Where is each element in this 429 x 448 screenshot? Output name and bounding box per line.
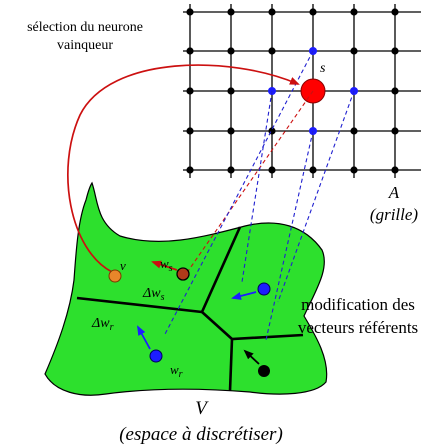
selection-arrow — [67, 64, 300, 273]
space-letter: V — [195, 398, 209, 419]
winner-weight-label: ws — [160, 256, 173, 274]
input-vector-label: v — [120, 258, 126, 273]
modification-label-line2: vecteurs référents — [298, 318, 418, 337]
neighbor-weight-label: wr — [170, 362, 183, 380]
modification-label-line1: modification des — [301, 295, 415, 314]
winner-weight-point — [176, 267, 190, 281]
space-region — [44, 181, 328, 396]
winner-delta-label: Δws — [142, 286, 165, 303]
selection-label-line1: sélection du neurone — [27, 20, 143, 35]
grid-letter: A — [388, 183, 400, 202]
winner-node-label: s — [320, 61, 326, 76]
neighbor-weight-point — [257, 282, 271, 296]
grid-caption: (grille) — [370, 205, 418, 224]
neighbor-weight-point — [149, 349, 163, 363]
other-weight-point — [258, 365, 270, 377]
input-point — [108, 269, 122, 283]
projection-lines — [163, 50, 355, 341]
neighbor-delta-label: Δwr — [91, 316, 114, 333]
displacement-arrows — [137, 260, 260, 365]
selection-label-line2: vainqueur — [57, 38, 113, 53]
space-caption: (espace à discrétiser) — [119, 424, 283, 445]
partition-lines — [76, 226, 304, 392]
